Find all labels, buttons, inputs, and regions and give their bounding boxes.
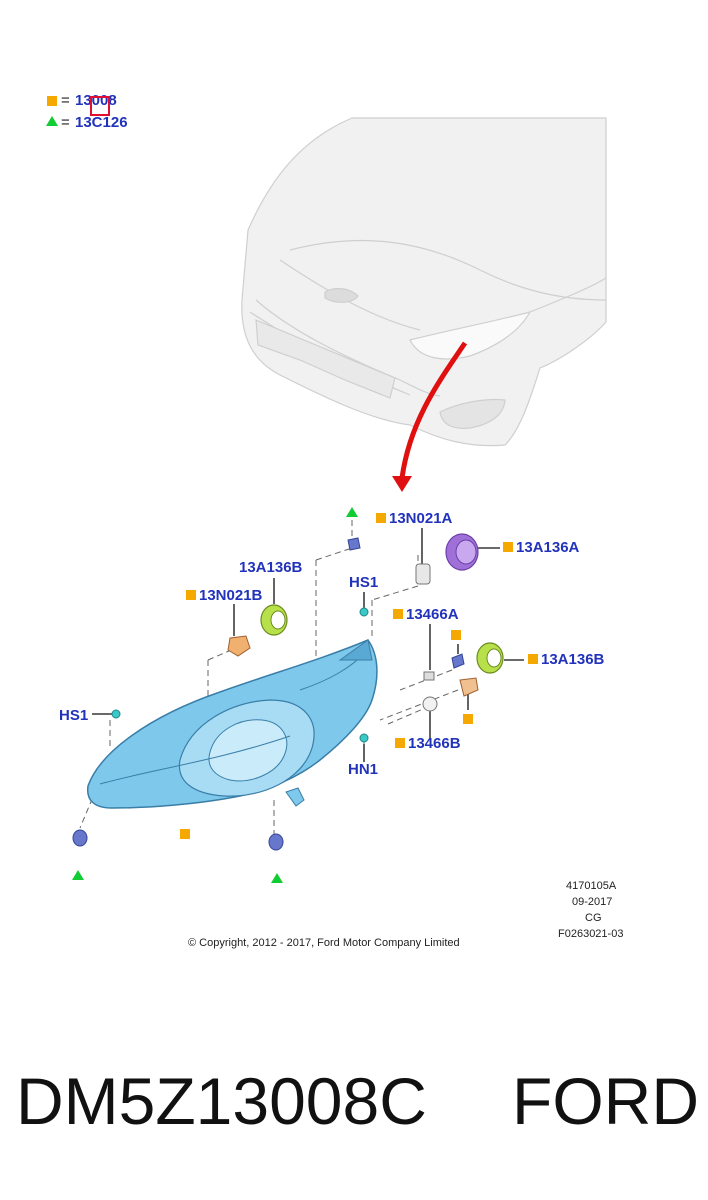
callout-leaders <box>92 528 524 762</box>
parts-diagram: = 13008 = 13C126 13N021A 13A136A 13A136B… <box>46 92 624 949</box>
callout-hs1-mid[interactable]: HS1 <box>349 574 379 591</box>
callout-13n021b[interactable]: 13N021B <box>199 587 263 604</box>
triangle-marker-top <box>346 507 358 517</box>
component-parts <box>72 533 504 851</box>
square-marker-13n021b <box>186 590 196 600</box>
red-pointer-arrow <box>392 341 468 492</box>
square-marker-13466a <box>393 609 403 619</box>
legend-highlight-box <box>90 96 110 116</box>
legend-square-marker <box>47 96 57 106</box>
callout-13466a[interactable]: 13466A <box>406 606 459 623</box>
brand-name: FORD <box>512 1064 699 1138</box>
square-marker-bulb-bottom <box>463 714 473 724</box>
callout-hs1-left[interactable]: HS1 <box>59 707 89 724</box>
diagram-artwork <box>72 117 607 851</box>
square-marker-13466b <box>395 738 405 748</box>
part-number-title: DM5Z13008C <box>16 1064 427 1138</box>
car-front-illustration <box>241 117 607 447</box>
callout-13a136a[interactable]: 13A136A <box>516 539 580 556</box>
square-marker-bulb-top <box>451 630 461 640</box>
legend-equals-2: = <box>61 114 70 131</box>
callout-hn1[interactable]: HN1 <box>348 761 379 778</box>
callout-13n021a[interactable]: 13N021A <box>389 510 453 527</box>
legend-equals-1: = <box>61 92 70 109</box>
triangle-marker-bottom-left <box>72 870 84 880</box>
drawing-date: 09-2017 <box>572 896 613 908</box>
headlamp-assembly <box>86 639 378 809</box>
square-marker-13a136a <box>503 542 513 552</box>
triangle-marker-bottom-mid <box>271 873 283 883</box>
square-marker-13n021a <box>376 513 386 523</box>
callout-13466b[interactable]: 13466B <box>408 735 461 752</box>
callout-13a136b-right[interactable]: 13A136B <box>541 651 605 668</box>
drawing-code: CG <box>585 912 602 924</box>
legend-triangle-part-number[interactable]: 13C126 <box>75 114 128 131</box>
legend-triangle-marker <box>46 116 58 126</box>
copyright-notice: © Copyright, 2012 - 2017, Ford Motor Com… <box>188 937 460 949</box>
drawing-ref-2: F0263021-03 <box>558 928 624 940</box>
callout-13a136b-left[interactable]: 13A136B <box>239 559 303 576</box>
square-marker-13a136b-right <box>528 654 538 664</box>
square-marker-headlamp <box>180 829 190 839</box>
drawing-ref-1: 4170105A <box>566 880 617 892</box>
